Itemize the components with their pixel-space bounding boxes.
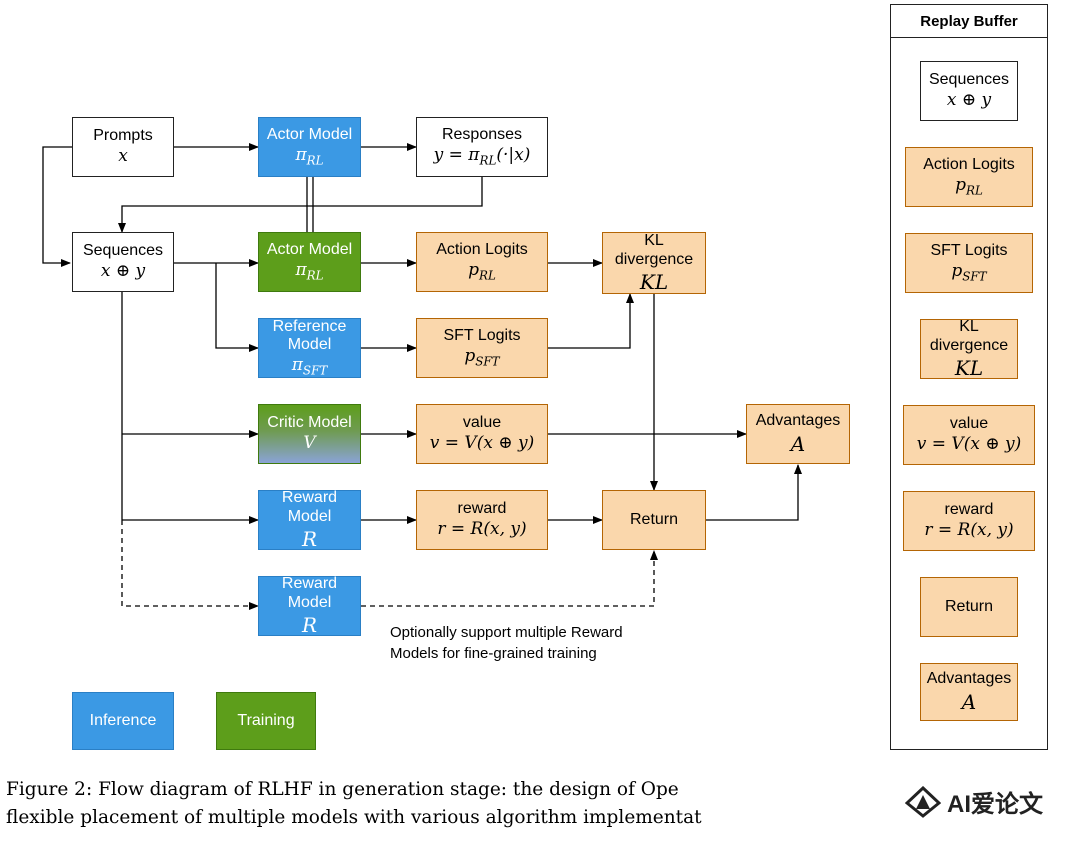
rb-return: Return: [920, 577, 1018, 637]
kl-divergence-node: KL divergence KL: [602, 232, 706, 294]
kl-math: KL: [639, 269, 669, 294]
reward1-math: R: [301, 526, 318, 551]
legend-training-label: Training: [237, 712, 295, 729]
value-math: v = V(x ⊕ y): [429, 433, 535, 454]
edge-sequences-reward2-dashed: [121, 520, 259, 610]
optional-reward-note: Optionally support multiple Reward Model…: [390, 622, 710, 664]
sequences-node: Sequences x ⊕ y: [72, 232, 174, 292]
reference-math: πSFT: [291, 355, 328, 378]
edge-sft-logits-kl: [548, 293, 634, 349]
actor-training-math: πRL: [295, 260, 324, 283]
critic-math: V: [303, 433, 316, 454]
responses-label: Responses: [441, 125, 523, 143]
sft-logits-label: SFT Logits: [443, 326, 521, 344]
note-line-1: Optionally support multiple Reward: [390, 624, 623, 641]
rb-value-label: value: [949, 415, 989, 433]
actor-inference-label: Actor Model: [266, 125, 353, 143]
reward-model-node-1: Reward Model R: [258, 489, 361, 551]
rb-action-logits-label: Action Logits: [923, 155, 1015, 173]
replay-buffer-title: Replay Buffer: [891, 5, 1047, 38]
advantages-math: A: [790, 431, 806, 456]
rb-sft-logits-math: pSFT: [951, 261, 987, 284]
rb-value-math: v = V(x ⊕ y): [916, 434, 1022, 455]
kl-label: KL divergence: [614, 232, 694, 268]
sequences-label: Sequences: [82, 242, 164, 260]
value-node: value v = V(x ⊕ y): [416, 404, 548, 464]
rb-kl-divergence: KL divergence KL: [920, 318, 1018, 380]
actor-model-training-node: Actor Model πRL: [258, 232, 361, 292]
advantages-label: Advantages: [755, 412, 841, 430]
rb-reward: reward r = R(x, y): [903, 491, 1035, 551]
reward-model-node-2: Reward Model R: [258, 575, 361, 637]
rb-kl-math: KL: [954, 355, 984, 380]
legend-training: Training: [216, 692, 316, 750]
critic-label: Critic Model: [267, 414, 352, 432]
rb-advantages-label: Advantages: [926, 670, 1012, 688]
sft-logits-math: pSFT: [464, 346, 500, 369]
edge-reward2-return-dashed: [361, 550, 658, 607]
rb-sequences-math: x ⊕ y: [946, 90, 992, 111]
rb-sequences: Sequences x ⊕ y: [920, 61, 1018, 121]
actor-inference-math: πRL: [295, 145, 324, 168]
reference-model-node: Reference Model πSFT: [258, 318, 361, 378]
action-logits-label: Action Logits: [436, 240, 528, 258]
caption-line-1: Figure 2: Flow diagram of RLHF in genera…: [6, 779, 679, 800]
prompts-node: Prompts x: [72, 117, 174, 177]
advantages-node: Advantages A: [746, 404, 850, 464]
watermark-text: AI爱论文: [947, 791, 1043, 818]
reference-label: Reference Model: [272, 317, 347, 353]
note-line-2: Models for fine-grained training: [390, 645, 597, 662]
rb-sft-logits-label: SFT Logits: [930, 241, 1008, 259]
reward1-label: Reward Model: [281, 489, 338, 525]
rb-advantages: Advantages A: [920, 663, 1018, 721]
actor-model-inference-node: Actor Model πRL: [258, 117, 361, 177]
replay-buffer-panel: Replay Buffer Sequences x ⊕ y Action Log…: [890, 4, 1048, 750]
legend-inference-label: Inference: [89, 712, 157, 729]
reward-out-label: reward: [457, 500, 507, 518]
edge-sequences-reference: [215, 263, 259, 352]
watermark-logo-icon: [905, 785, 941, 818]
rb-sequences-label: Sequences: [928, 71, 1010, 89]
edge-return-advantages: [706, 464, 802, 521]
edge-prompts-sequences: [42, 146, 72, 267]
reward-output-node: reward r = R(x, y): [416, 490, 548, 550]
caption-line-2: flexible placement of multiple models wi…: [6, 806, 702, 828]
reward-out-math: r = R(x, y): [437, 519, 527, 540]
return-node: Return: [602, 490, 706, 550]
rb-sft-logits: SFT Logits pSFT: [905, 233, 1033, 293]
reward2-label: Reward Model: [281, 575, 338, 611]
critic-model-node: Critic Model V: [258, 404, 361, 464]
sft-logits-node: SFT Logits pSFT: [416, 318, 548, 378]
prompts-math: x: [118, 146, 128, 167]
rb-reward-label: reward: [944, 501, 994, 519]
rb-value: value v = V(x ⊕ y): [903, 405, 1035, 465]
actor-training-label: Actor Model: [266, 240, 353, 258]
rb-return-label: Return: [944, 597, 994, 615]
responses-node: Responses y = πRL(·|x): [416, 117, 548, 177]
responses-math: y = πRL(·|x): [433, 145, 531, 168]
figure-caption: Figure 2: Flow diagram of RLHF in genera…: [6, 776, 886, 832]
reward2-math: R: [301, 612, 318, 637]
edge-responses-sequences: [118, 177, 483, 233]
sequences-math: x ⊕ y: [100, 261, 146, 282]
value-label: value: [462, 414, 502, 432]
watermark: AI爱论文: [905, 784, 1043, 819]
action-logits-node: Action Logits pRL: [416, 232, 548, 292]
rb-kl-label: KL divergence: [929, 318, 1009, 354]
rb-action-logits: Action Logits pRL: [905, 147, 1033, 207]
return-label: Return: [629, 510, 679, 528]
rb-advantages-math: A: [961, 689, 977, 714]
rb-reward-math: r = R(x, y): [924, 520, 1014, 541]
rb-action-logits-math: pRL: [955, 175, 983, 198]
prompts-label: Prompts: [93, 127, 153, 145]
legend-inference: Inference: [72, 692, 174, 750]
action-logits-math: pRL: [468, 260, 496, 283]
